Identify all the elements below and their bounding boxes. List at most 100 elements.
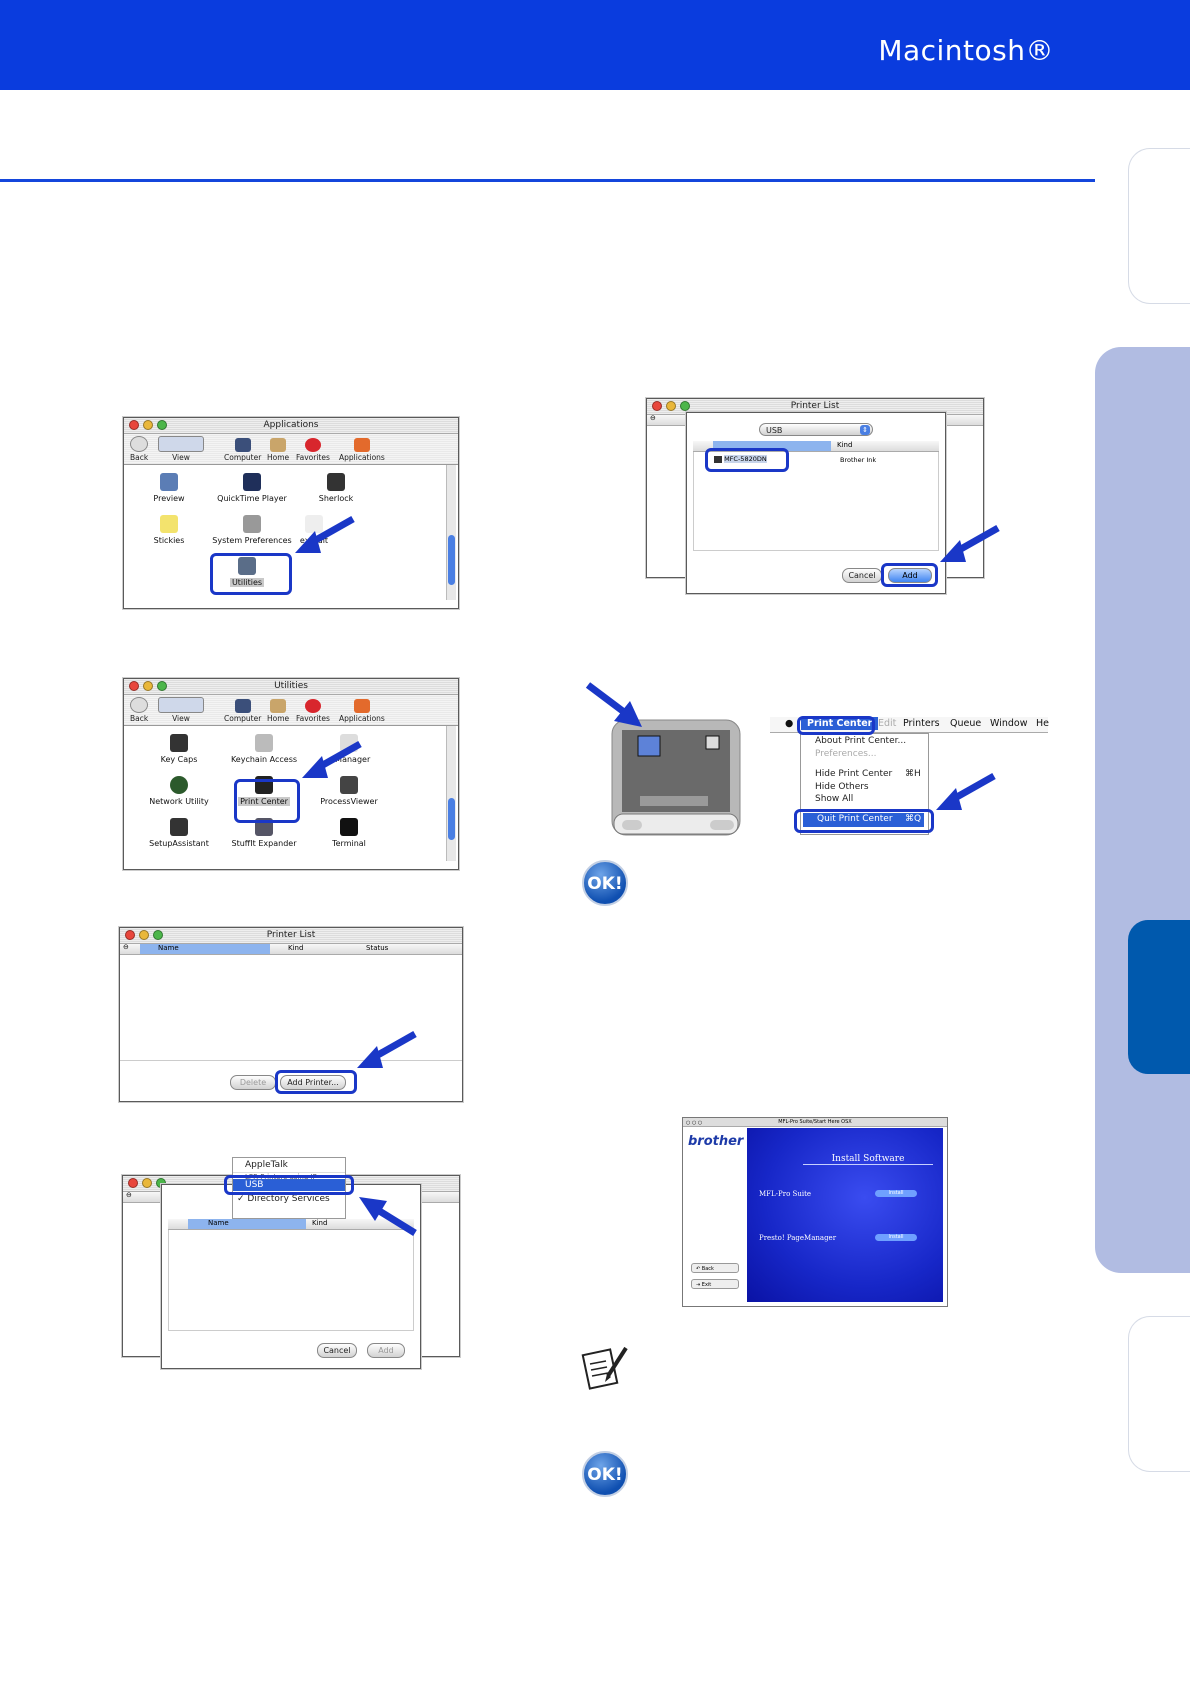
- back-button[interactable]: Back: [130, 436, 148, 462]
- menu-edit[interactable]: Edit: [878, 718, 897, 729]
- applications-button[interactable]: Applications: [339, 699, 385, 723]
- applications-button[interactable]: Applications: [339, 438, 385, 462]
- home-button[interactable]: Home: [267, 438, 289, 462]
- app-item[interactable]: System Preferences: [207, 515, 297, 545]
- zoom-icon[interactable]: [153, 930, 163, 940]
- stickies-icon: [160, 515, 178, 533]
- add-printer-button[interactable]: Add Printer...: [280, 1075, 346, 1090]
- minimize-icon[interactable]: [139, 930, 149, 940]
- utilities-folder[interactable]: Utilities: [202, 557, 292, 587]
- add-button[interactable]: Add: [888, 568, 932, 583]
- app-item[interactable]: Preview: [124, 473, 214, 503]
- back-button[interactable]: Back: [130, 697, 148, 723]
- close-icon[interactable]: [129, 420, 139, 430]
- terminal-icon: [340, 818, 358, 836]
- menu-item-directory-services[interactable]: ✓ Directory Services: [237, 1194, 330, 1204]
- cancel-button[interactable]: Cancel: [317, 1343, 357, 1358]
- menu-item-appletalk[interactable]: AppleTalk: [233, 1158, 345, 1173]
- menu-item-hide[interactable]: Hide Print Center: [815, 769, 893, 779]
- col-name[interactable]: Name: [140, 944, 270, 954]
- menu-queue[interactable]: Queue: [950, 718, 982, 729]
- printer-list: [168, 1230, 414, 1331]
- menu-help[interactable]: He: [1036, 718, 1049, 729]
- menu-printers[interactable]: Printers: [903, 718, 940, 729]
- menu-item-show-all[interactable]: Show All: [815, 794, 854, 804]
- view-button[interactable]: View: [158, 697, 204, 723]
- finder-content: Key Caps Keychain Access o Manager Netwo…: [124, 726, 458, 869]
- menu-item-quit[interactable]: Quit Print Center ⌘Q: [803, 813, 924, 827]
- sherlock-icon: [327, 473, 345, 491]
- exit-icon: ⇥: [696, 1282, 701, 1288]
- minimize-icon[interactable]: [143, 681, 153, 691]
- delete-button[interactable]: Delete: [230, 1075, 276, 1090]
- view-button[interactable]: View: [158, 436, 204, 462]
- zoom-icon[interactable]: [157, 420, 167, 430]
- menu-item-preferences[interactable]: Preferences...: [815, 749, 877, 759]
- col-kind[interactable]: Kind: [288, 944, 304, 952]
- view-icon: [158, 436, 204, 452]
- close-icon[interactable]: [652, 401, 662, 411]
- printer-icon: [714, 455, 722, 463]
- apple-icon[interactable]: ●: [785, 718, 794, 729]
- app-item[interactable]: ProcessViewer: [304, 776, 394, 806]
- app-item[interactable]: Stickies: [124, 515, 214, 545]
- close-icon[interactable]: [129, 681, 139, 691]
- add-printer-sheet: USB⇕ Kind MFC-5820DN Brother Ink Cancel …: [686, 412, 946, 594]
- menu-print-center[interactable]: Print Center: [801, 717, 879, 730]
- close-icon[interactable]: [125, 930, 135, 940]
- computer-button[interactable]: Computer: [224, 699, 261, 723]
- install-pagemanager-button[interactable]: Install: [875, 1234, 917, 1241]
- arrow-icon: [936, 772, 996, 810]
- zoom-icon[interactable]: [680, 401, 690, 411]
- menu-item-hide-others[interactable]: Hide Others: [815, 782, 869, 792]
- scrollbar[interactable]: [446, 465, 456, 600]
- col-name[interactable]: Name: [188, 1219, 306, 1229]
- home-icon: [270, 699, 287, 713]
- cancel-button[interactable]: Cancel: [842, 568, 882, 583]
- scroll-thumb[interactable]: [448, 798, 455, 840]
- computer-button[interactable]: Computer: [224, 438, 261, 462]
- app-item[interactable]: Keychain Access: [219, 734, 309, 764]
- window-controls-icon[interactable]: ○ ○ ○: [686, 1120, 703, 1126]
- col-kind[interactable]: Kind: [837, 441, 853, 449]
- minimize-icon[interactable]: [143, 420, 153, 430]
- window-title: Utilities: [274, 681, 308, 691]
- home-icon: [270, 438, 287, 452]
- home-button[interactable]: Home: [267, 699, 289, 723]
- app-item[interactable]: Terminal: [304, 818, 394, 848]
- menu-item-about[interactable]: About Print Center...: [815, 736, 907, 746]
- exit-button[interactable]: ⇥ Exit: [691, 1279, 739, 1289]
- highlight-box: [275, 1070, 357, 1094]
- arrow-icon: [295, 515, 355, 553]
- mfl-pro-label: MFL-Pro Suite: [759, 1190, 812, 1198]
- highlight-box: [794, 809, 934, 833]
- menu-item-usb[interactable]: USB: [233, 1179, 345, 1191]
- back-button[interactable]: ↶ Back: [691, 1263, 739, 1273]
- zoom-icon[interactable]: [157, 681, 167, 691]
- printer-row[interactable]: MFC-5820DN: [714, 455, 767, 463]
- quicktime-icon: [243, 473, 261, 491]
- close-icon[interactable]: [128, 1178, 138, 1188]
- app-item[interactable]: QuickTime Player: [207, 473, 297, 503]
- col-status[interactable]: Status: [366, 944, 389, 952]
- col-name[interactable]: [713, 441, 831, 451]
- minimize-icon[interactable]: [142, 1178, 152, 1188]
- app-item[interactable]: SetupAssistant: [134, 818, 224, 848]
- add-button[interactable]: Add: [367, 1343, 405, 1358]
- favorites-button[interactable]: Favorites: [296, 699, 330, 723]
- minimize-icon[interactable]: [666, 401, 676, 411]
- connection-select[interactable]: USB⇕: [759, 423, 873, 436]
- install-mfl-button[interactable]: Install: [875, 1190, 917, 1197]
- highlight-box: [881, 563, 938, 587]
- menu-window[interactable]: Window: [990, 718, 1028, 729]
- app-item[interactable]: Sherlock: [291, 473, 381, 503]
- favorites-button[interactable]: Favorites: [296, 438, 330, 462]
- menu-bar: ● Print Center Edit Printers Queue Windo…: [770, 717, 1049, 733]
- scroll-thumb[interactable]: [448, 535, 455, 585]
- utilities-window: Utilities Back View Computer Home Favori…: [123, 678, 459, 870]
- col-kind[interactable]: Kind: [312, 1219, 328, 1227]
- app-item[interactable]: Network Utility: [134, 776, 224, 806]
- monitor-icon: [611, 719, 741, 836]
- app-item[interactable]: Key Caps: [134, 734, 224, 764]
- scrollbar[interactable]: [446, 726, 456, 861]
